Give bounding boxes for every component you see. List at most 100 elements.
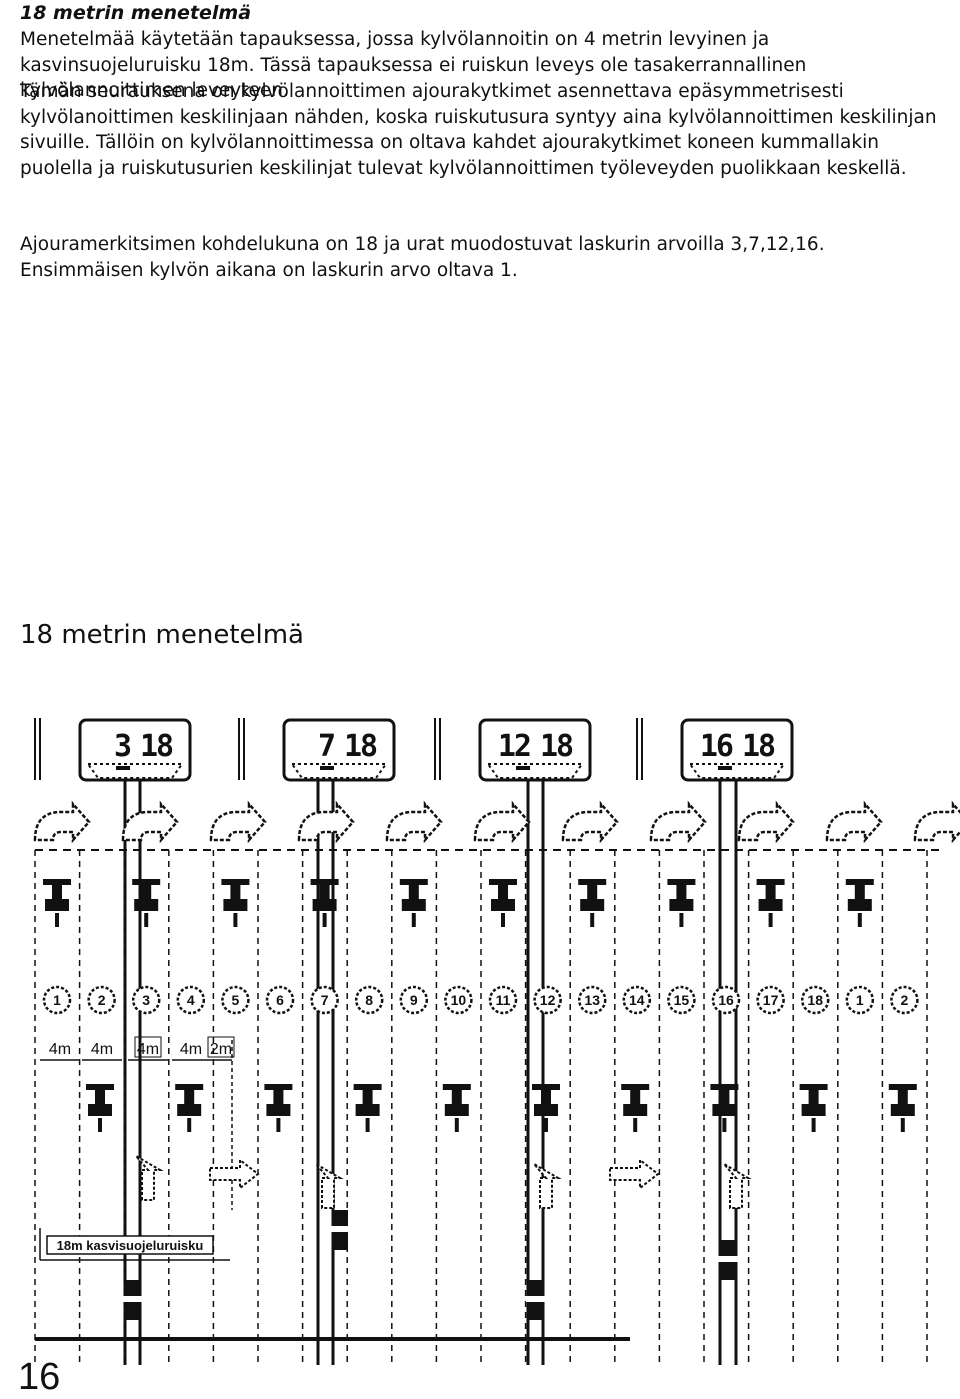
tractor-icon [86, 1084, 114, 1132]
counter-number: 14 [629, 992, 645, 1008]
measurement-label: 4m [180, 1041, 202, 1058]
display-target-value: 18 [540, 729, 573, 764]
display-indicator [516, 766, 530, 770]
tractor-icon [888, 1084, 917, 1132]
display-counter-value: 3 [114, 729, 131, 764]
counter-circle [176, 985, 206, 1015]
turn-arrow [737, 800, 795, 844]
sprayer-vehicle-icon [330, 1210, 350, 1250]
counter-circle [444, 985, 473, 1015]
counter-circle [756, 985, 785, 1015]
counter-number: 18 [807, 992, 823, 1008]
page-heading: 18 metrin menetelmä [20, 2, 252, 24]
display-led-row [486, 763, 584, 779]
counter-circle [711, 985, 741, 1015]
measurement-label: 4m [137, 1041, 159, 1058]
counter-circle [622, 985, 652, 1015]
counter-number: 6 [276, 992, 284, 1008]
sprayer-turn-arrow [723, 1163, 752, 1209]
counter-circle [577, 985, 607, 1015]
counter-number: 2 [98, 992, 106, 1008]
measurement-box [207, 1036, 235, 1058]
measurement-label: 4m [49, 1041, 71, 1058]
turn-arrow [121, 800, 179, 844]
sprayer-turn-arrow [533, 1163, 562, 1209]
counter-number: 11 [496, 992, 511, 1008]
measurement-box [134, 1036, 162, 1058]
counter-number: 9 [410, 992, 418, 1008]
tractor-icon [353, 1084, 382, 1132]
tractor-icon [221, 879, 250, 927]
paragraph-intro: Menetelmää käytetään tapauksessa, jossa … [20, 29, 807, 102]
display-counter-value: 12 [498, 729, 530, 764]
display-indicator [320, 766, 334, 770]
measurement-label: 2m [210, 1041, 232, 1058]
tractor-icon [845, 879, 874, 927]
display-led-row [86, 763, 184, 779]
turn-arrow [649, 800, 707, 844]
tractor-icon [175, 1084, 204, 1132]
counter-circle [488, 985, 518, 1015]
counter-number: 13 [584, 992, 600, 1008]
counter-circle [265, 985, 295, 1015]
tractor-icon [667, 879, 696, 927]
sprayer-turn-arrow [135, 1155, 164, 1201]
sprayer-label-box [46, 1235, 214, 1255]
display-led-row [688, 763, 786, 779]
counter-circle [399, 985, 429, 1015]
counter-circle [310, 985, 339, 1015]
sprayer-label: 18m kasvisuojeluruisku [57, 1238, 204, 1253]
display-target-value: 18 [344, 729, 377, 764]
sprayer-vehicle-icon [526, 1280, 546, 1320]
tractor-icon [710, 1084, 739, 1132]
section-title: 18 metrin menetelmä [20, 620, 304, 650]
measurement-label: 4m [91, 1041, 113, 1058]
tractor-icon [799, 1084, 828, 1132]
counter-number: 15 [674, 992, 690, 1008]
turn-arrow [561, 800, 619, 844]
counter-circle [131, 985, 161, 1015]
counter-number: 4 [187, 992, 195, 1008]
tractor-icon [532, 1084, 560, 1132]
counter-circle [890, 985, 919, 1015]
tractor-icon [43, 879, 71, 927]
sprayer-turn-arrow [315, 1163, 344, 1209]
counter-number: 7 [321, 992, 329, 1008]
tractor-icon [578, 879, 607, 927]
counter-number: 1 [856, 992, 864, 1008]
page-number: 16 [18, 1356, 61, 1398]
side-arrow [609, 1157, 660, 1191]
turn-arrow [385, 800, 443, 844]
counter-number: 10 [451, 992, 467, 1008]
sprayer-vehicle-icon [122, 1280, 142, 1320]
counter-circle [221, 985, 250, 1015]
sprayer-vehicle-icon [718, 1240, 738, 1280]
counter-number: 17 [763, 992, 779, 1008]
tractor-icon [621, 1084, 650, 1132]
counter-number: 5 [232, 992, 240, 1008]
display-target-value: 18 [742, 729, 775, 764]
counter-circle [87, 985, 116, 1015]
tractor-icon [489, 879, 517, 927]
counter-number: 8 [365, 992, 373, 1008]
display-indicator [718, 766, 732, 770]
counter-number: 12 [540, 992, 556, 1008]
counter-circle [354, 985, 384, 1015]
tractor-icon [264, 1084, 293, 1132]
display-target-value: 18 [140, 729, 173, 764]
turn-arrow [825, 800, 883, 844]
display-counter-value: 16 [700, 729, 733, 764]
display-indicator [116, 766, 130, 770]
tractor-icon [132, 879, 161, 927]
turn-arrow [33, 800, 91, 844]
turn-arrow [297, 800, 355, 844]
paragraph-counter-values: Ajouramerkitsimen kohdelukuna on 18 ja u… [20, 234, 825, 281]
paragraph-explanation: Tämän seurauksena on kylvölannoittimen a… [20, 81, 937, 179]
turn-arrow [209, 800, 267, 844]
counter-number: 16 [718, 992, 734, 1008]
counter-circle [533, 985, 562, 1015]
tractor-icon [442, 1084, 471, 1132]
counter-circle [845, 985, 875, 1015]
counter-number: 1 [53, 992, 61, 1008]
